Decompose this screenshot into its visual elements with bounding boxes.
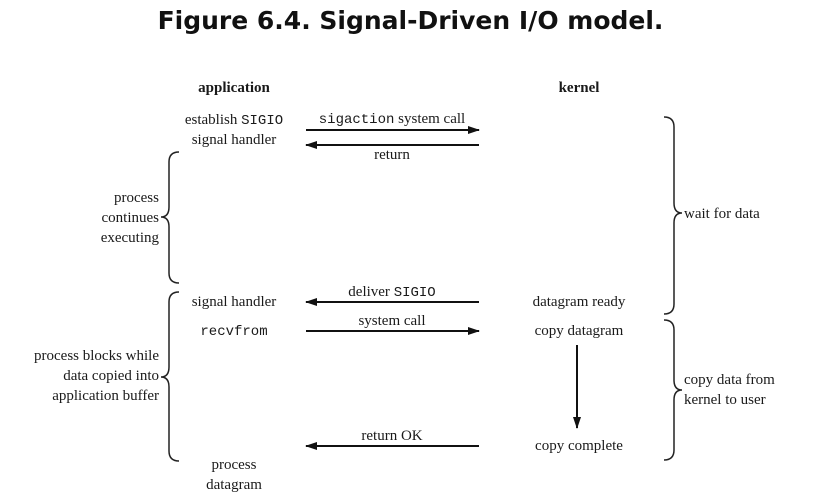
blocks-line3: application buffer [52, 388, 159, 404]
return-label: return [374, 147, 410, 163]
system-call-label: system call [358, 313, 425, 329]
continues-brace [160, 151, 180, 284]
figure-title: Figure 6.4. Signal-Driven I/O model. [157, 6, 664, 35]
signal-handler-label: signal handler [192, 294, 277, 310]
copy-data-line1: copy data from [684, 372, 775, 388]
blocks-line2: data copied into [63, 368, 159, 384]
return-ok-label: return OK [361, 428, 422, 444]
signal-handler-setup-label: signal handler [192, 132, 277, 148]
datagram-ready-label: datagram ready [533, 294, 626, 310]
datagram-label: datagram [206, 477, 262, 493]
copy-datagram-label: copy datagram [535, 323, 624, 339]
kernel-header: kernel [559, 80, 600, 96]
deliver-sigio-label: deliver SIGIO [348, 284, 435, 301]
continues-line1: process [114, 190, 159, 206]
sigaction-system-call-label: sigaction system call [319, 111, 465, 128]
blocks-brace [160, 291, 180, 462]
copy-complete-label: copy complete [535, 438, 623, 454]
blocks-line1: process blocks while [34, 348, 159, 364]
continues-line3: executing [101, 230, 160, 246]
wait-for-data-label: wait for data [684, 206, 760, 222]
application-header: application [198, 80, 270, 96]
wait-brace [663, 116, 683, 315]
copy-data-line2: kernel to user [684, 392, 766, 408]
copy-brace [663, 319, 683, 461]
recvfrom-label: recvfrom [200, 324, 267, 340]
establish-sigio-label: establish SIGIO [185, 112, 283, 129]
continues-line2: continues [102, 210, 160, 226]
process-label: process [212, 457, 257, 473]
